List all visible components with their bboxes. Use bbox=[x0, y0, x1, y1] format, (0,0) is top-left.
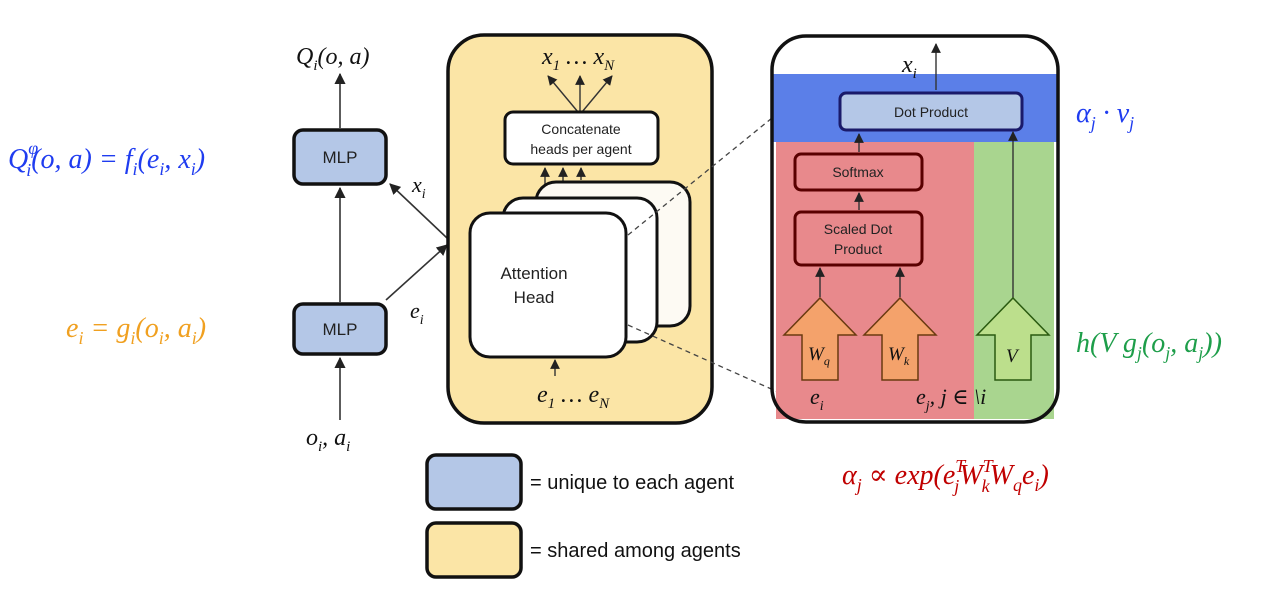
mlp-bottom-box bbox=[292, 302, 388, 356]
scaled-dot-product-box bbox=[793, 210, 924, 267]
zoom-line-top bbox=[627, 117, 773, 236]
wq-arrow-shape bbox=[782, 296, 858, 381]
head-ej-label: ej, j ∈ \i bbox=[916, 384, 986, 414]
concatenate-line1: Concatenate bbox=[541, 121, 621, 137]
mlp-top-box bbox=[292, 128, 388, 186]
legend-shared-label: = shared among agents bbox=[530, 540, 741, 562]
bottom-inputs-label: e1 … eN bbox=[537, 382, 610, 412]
mlp-top-label: MLP bbox=[323, 148, 358, 167]
alpha-v-equation: αj · vj bbox=[1076, 98, 1134, 133]
ei-label: ei bbox=[410, 298, 424, 328]
v-label: V bbox=[1006, 346, 1020, 367]
dot-product-label: Dot Product bbox=[894, 104, 968, 120]
zoom-line-bottom bbox=[627, 324, 779, 393]
agent-input-label: oi, ai bbox=[306, 425, 350, 455]
scaled-dot-line1: Scaled Dot bbox=[824, 221, 893, 237]
scaled-dot-line2: Product bbox=[834, 241, 882, 257]
head-detail-frame bbox=[770, 34, 1060, 424]
shared-attention-block: x1 … xN Concatenate heads per agent Atte… bbox=[446, 33, 714, 425]
head-ei-label: ei bbox=[810, 384, 824, 414]
attention-head-front bbox=[468, 211, 628, 359]
agent-output-label: Qi(o, a) bbox=[296, 44, 370, 74]
top-outputs-label: x1 … xN bbox=[541, 44, 615, 74]
xi-label: xi bbox=[411, 172, 426, 202]
arrow-xi-to-mlp bbox=[389, 183, 448, 239]
legend-shared-swatch bbox=[425, 521, 523, 579]
legend-unique-swatch bbox=[425, 453, 523, 511]
concatenate-line2: heads per agent bbox=[530, 141, 631, 157]
softmax-box bbox=[793, 152, 924, 192]
arrow-ei-to-attention bbox=[385, 244, 448, 301]
wk-label: Wk bbox=[888, 344, 910, 368]
attention-head-line2: Head bbox=[514, 288, 555, 307]
arrow-concat-out-3 bbox=[581, 75, 613, 113]
dot-product-box bbox=[838, 91, 1024, 132]
v-arrow-shape bbox=[975, 296, 1051, 381]
value-equation: h(V gj(oj, aj)) bbox=[1076, 328, 1222, 363]
wk-arrow-shape bbox=[862, 296, 938, 381]
mlp-bottom-label: MLP bbox=[323, 320, 358, 339]
head-output-label: xi bbox=[901, 52, 917, 82]
wq-label: Wq bbox=[808, 344, 830, 368]
arrow-concat-out-1 bbox=[547, 75, 579, 113]
legend-unique-label: = unique to each agent bbox=[530, 472, 735, 494]
softmax-label: Softmax bbox=[832, 164, 883, 180]
concatenate-box bbox=[503, 110, 660, 166]
e-equation: ei = gi(oi, ai) bbox=[66, 313, 206, 348]
attention-head-detail: xi Dot Product Softmax Scaled Dot Produc… bbox=[770, 34, 1060, 424]
left-column: Qi(o, a) MLP MLP oi, ai ei xi bbox=[292, 44, 448, 455]
legend: = unique to each agent = shared among ag… bbox=[425, 453, 741, 579]
attention-head-line1: Attention bbox=[500, 264, 567, 283]
